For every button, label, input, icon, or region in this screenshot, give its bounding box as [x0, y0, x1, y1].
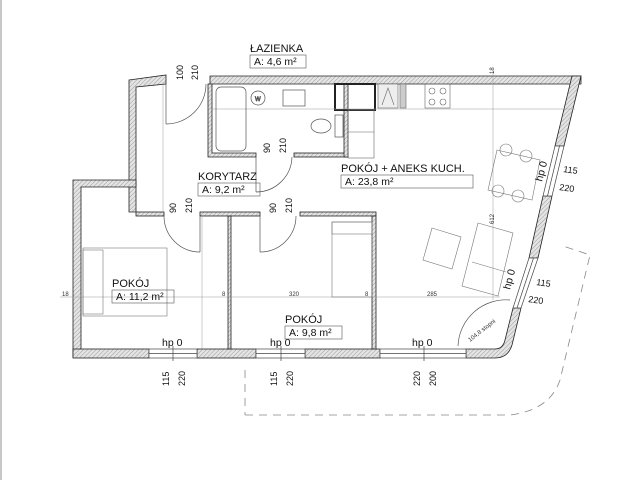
svg-text:hp 0: hp 0 — [501, 268, 518, 291]
svg-text:220: 220 — [559, 182, 575, 194]
svg-text:104,8 stopni: 104,8 stopni — [468, 319, 497, 344]
living-furniture — [422, 143, 541, 297]
svg-text:W: W — [255, 97, 261, 103]
svg-text:220: 220 — [285, 371, 295, 386]
cooktop — [424, 83, 451, 109]
washing-machine — [250, 90, 266, 106]
svg-text:220: 220 — [528, 294, 544, 306]
svg-text:18: 18 — [62, 292, 69, 298]
svg-text:POKÓJ: POKÓJ — [285, 313, 322, 326]
svg-text:8: 8 — [222, 292, 226, 298]
svg-text:320: 320 — [289, 292, 300, 298]
windows — [148, 145, 565, 361]
svg-text:A: 23,8 m²: A: 23,8 m² — [345, 176, 394, 188]
svg-text:210: 210 — [184, 198, 194, 213]
room-label-living-kitchen: POKÓJ + ANEKS KUCH. A: 23,8 m² — [340, 162, 474, 189]
bathroom-fixtures: W — [215, 86, 344, 152]
room-label-room-left: POKÓJ A: 11,2 m² — [111, 277, 175, 304]
room-label-corridor: KORYTARZ A: 9,2 m² — [197, 171, 261, 197]
svg-text:220: 220 — [412, 371, 422, 386]
svg-text:A: 9,8 m²: A: 9,8 m² — [289, 327, 332, 339]
svg-text:115: 115 — [161, 372, 171, 386]
bathtub — [215, 86, 247, 152]
svg-text:POKÓJ: POKÓJ — [112, 277, 149, 290]
svg-text:210: 210 — [190, 65, 200, 80]
interior-walls — [135, 83, 377, 350]
svg-text:210: 210 — [278, 138, 288, 153]
svg-text:100: 100 — [175, 65, 185, 80]
svg-text:A: 4,6 m²: A: 4,6 m² — [254, 56, 297, 68]
room-label-bathroom: ŁAZIENKA A: 4,6 m² — [249, 43, 307, 69]
toilet — [310, 118, 332, 134]
svg-text:ŁAZIENKA: ŁAZIENKA — [250, 43, 304, 55]
svg-text:90: 90 — [168, 203, 178, 213]
svg-text:8: 8 — [365, 292, 369, 298]
svg-text:KORYTARZ: KORYTARZ — [198, 171, 257, 183]
svg-text:90: 90 — [268, 203, 278, 213]
svg-text:220: 220 — [177, 371, 187, 386]
svg-text:hp 0: hp 0 — [270, 337, 291, 349]
doors — [163, 83, 511, 347]
balcony-outline — [244, 244, 591, 416]
bed-middle — [331, 221, 373, 298]
bedroom-furniture — [82, 221, 373, 317]
svg-text:A: 9,2 m²: A: 9,2 m² — [202, 184, 245, 196]
svg-text:115: 115 — [269, 372, 279, 386]
svg-text:POKÓJ + ANEKS KUCH.: POKÓJ + ANEKS KUCH. — [341, 162, 465, 175]
svg-text:612: 612 — [490, 213, 496, 224]
svg-text:210: 210 — [284, 198, 294, 213]
room-label-room-middle: POKÓJ A: 9,8 m² — [284, 313, 343, 340]
svg-text:115: 115 — [563, 164, 579, 176]
dining-table — [487, 149, 541, 201]
svg-text:90: 90 — [262, 143, 272, 153]
svg-text:285: 285 — [427, 292, 438, 298]
svg-text:hp 0: hp 0 — [533, 160, 550, 183]
window-labels: hp 0 115 220 hp 0 115 220 hp 0 220 200 h… — [161, 160, 578, 386]
svg-text:115: 115 — [536, 277, 552, 289]
svg-text:18: 18 — [490, 67, 496, 74]
sink — [282, 89, 306, 107]
reference-lines — [60, 70, 575, 349]
sofa — [461, 222, 514, 297]
exterior-walls — [72, 74, 582, 359]
svg-text:200: 200 — [428, 371, 438, 386]
kitchen-fixtures — [347, 83, 451, 159]
armchair — [422, 227, 462, 270]
page-edge — [0, 0, 2, 480]
svg-text:A: 11,2 m²: A: 11,2 m² — [116, 291, 164, 303]
svg-text:hp 0: hp 0 — [162, 337, 183, 349]
toilet-tank — [334, 114, 344, 138]
door-dimensions: 100 210 90 210 90 210 90 210 — [168, 65, 294, 213]
svg-text:hp 0: hp 0 — [412, 337, 433, 349]
